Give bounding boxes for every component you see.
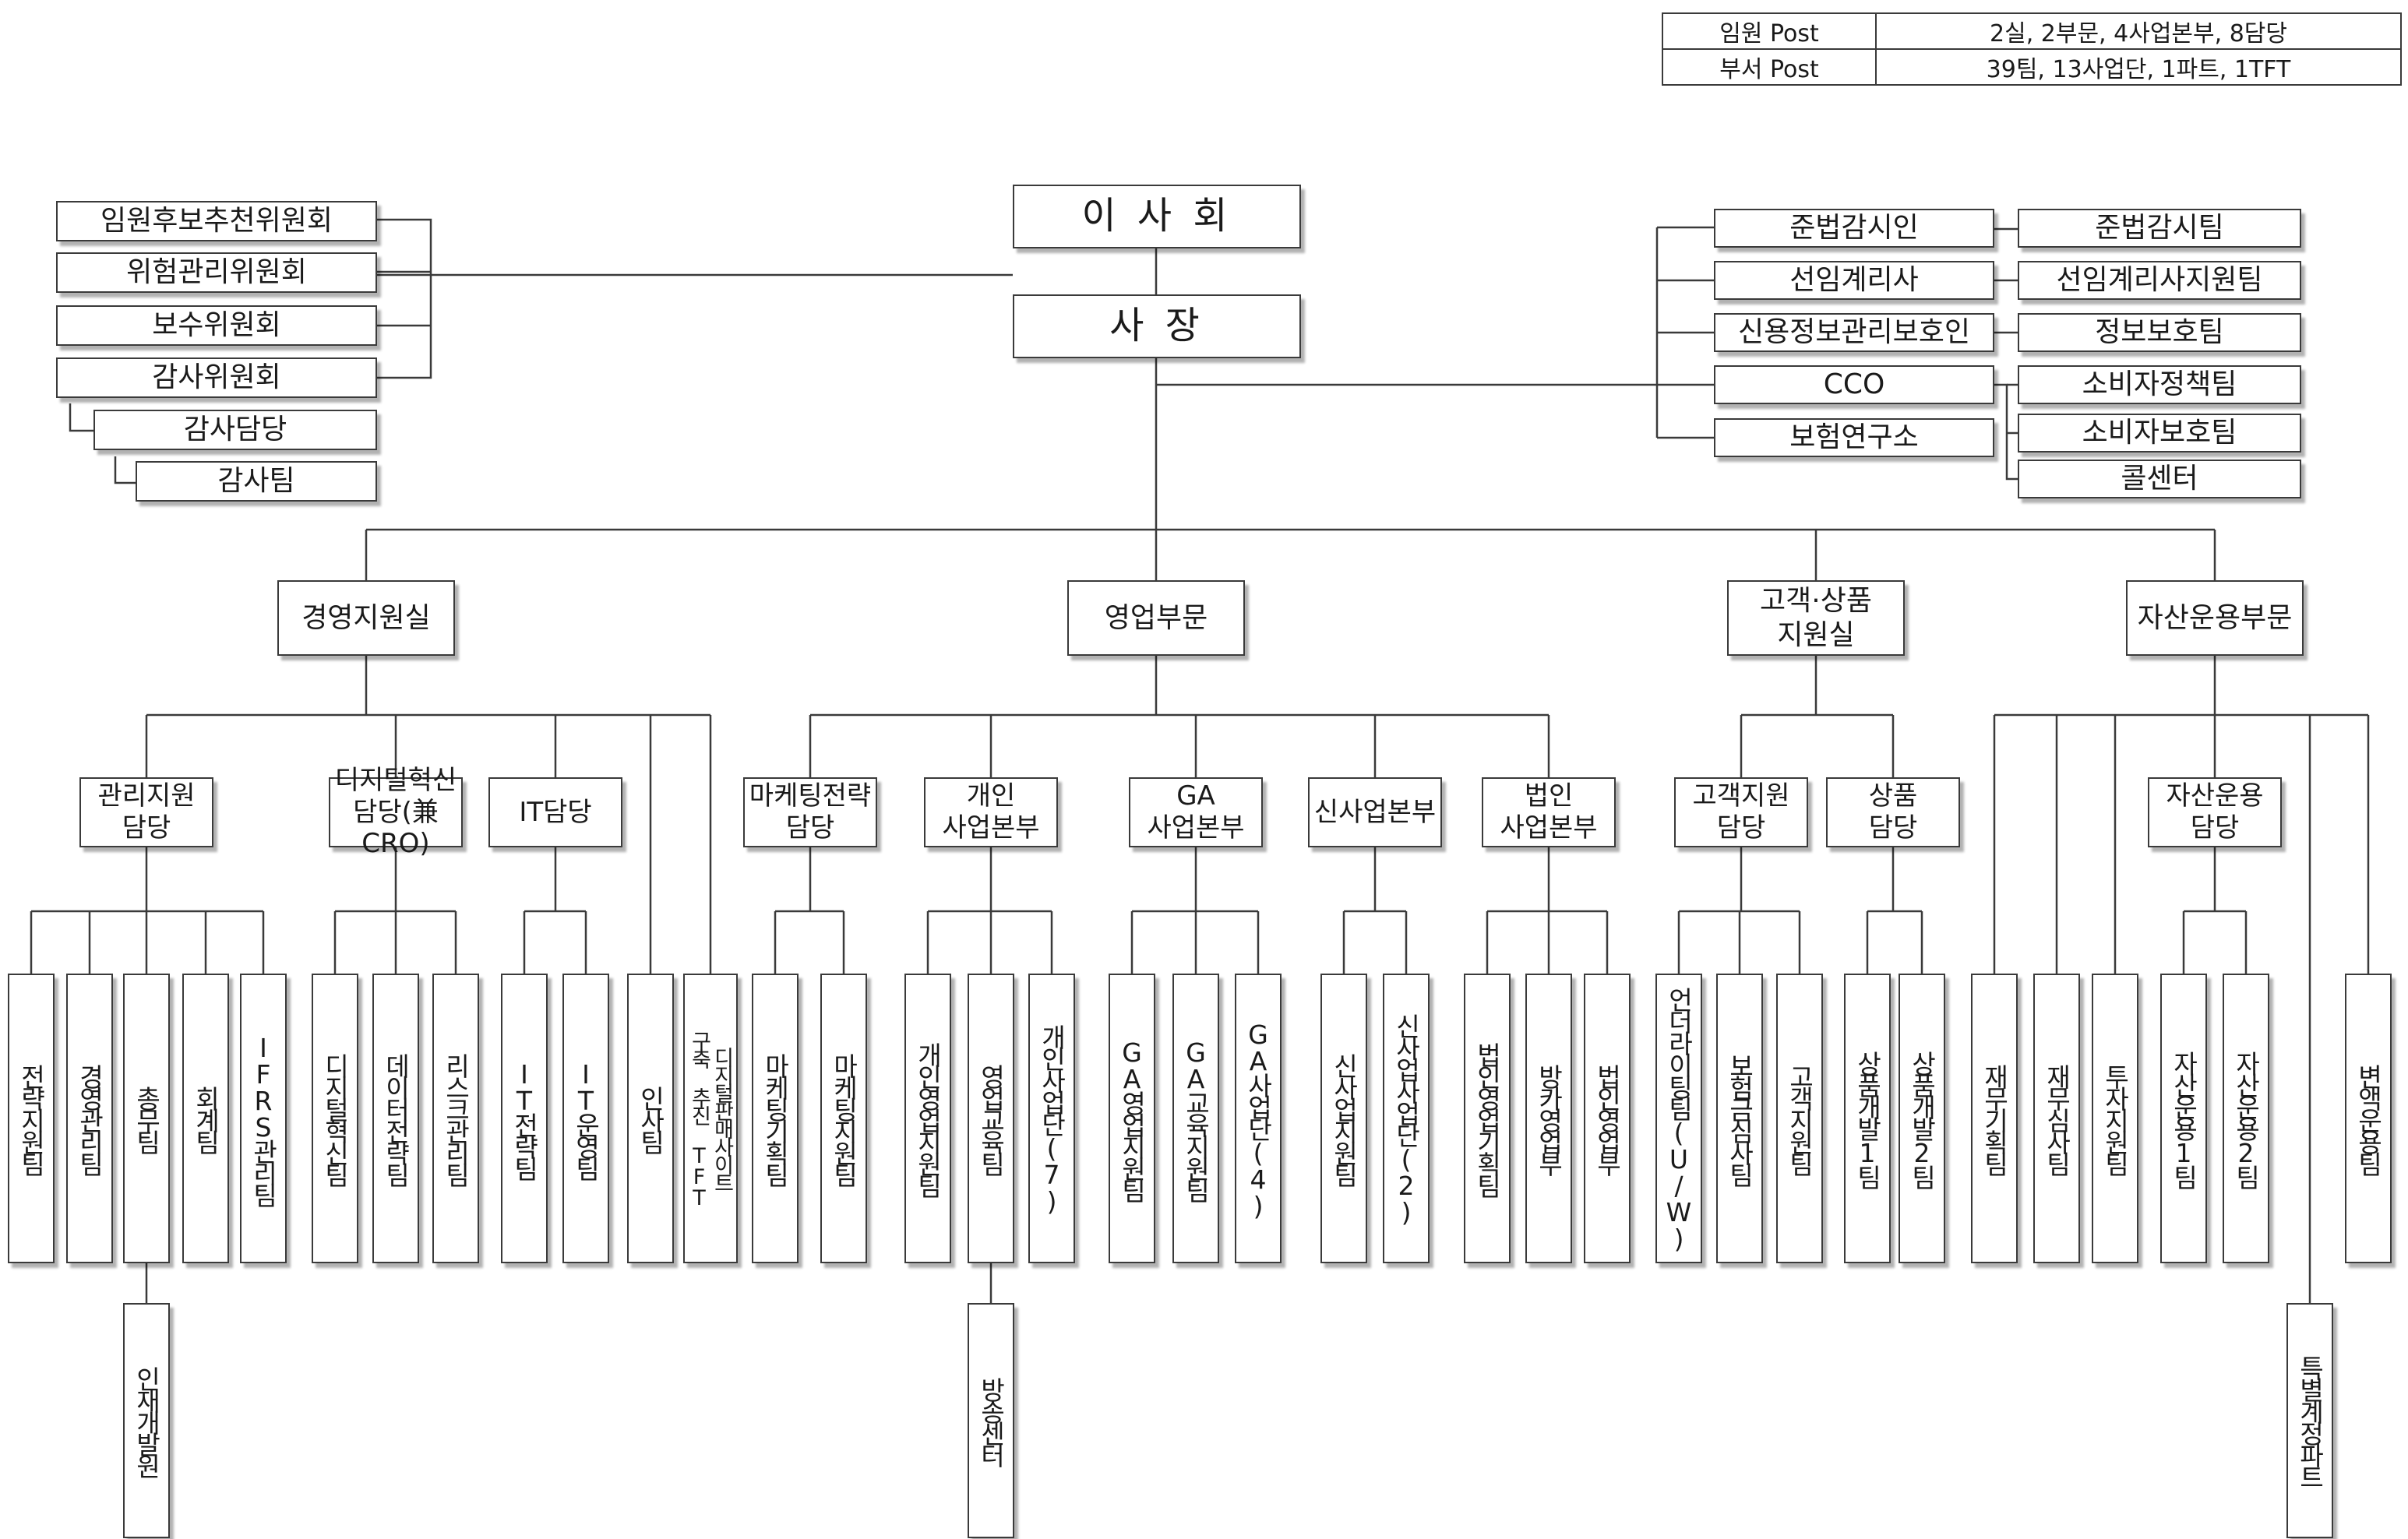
team-new-biz-support: 신사업지원팀: [1320, 974, 1367, 1263]
asset-mgmt-division-box: 자산운용부문: [2126, 580, 2304, 656]
team-variable-asset: 변액운용팀: [2345, 974, 2392, 1263]
team-bancassurance: 방카영업부: [1525, 974, 1572, 1263]
asset-op-office-box: 자산운용 담당: [2148, 777, 2282, 847]
team-talent-dev: 인재개발원: [123, 1303, 170, 1538]
team-digital-sales-tft: 디지털판매사이트 구축 추진 TFT: [683, 974, 738, 1263]
team-corporate-sales: 법인영업부: [1584, 974, 1631, 1263]
new-biz-box: 신사업본부: [1308, 777, 1442, 847]
team-digital-innovation: 디지털혁신팀: [312, 974, 358, 1263]
team-ifrs: IFRS관리팀: [240, 974, 287, 1263]
digital-sales-tft-line-2: 구축 추진 TFT: [687, 1030, 711, 1207]
team-risk-mgmt: 리스크관리팀: [432, 974, 479, 1263]
team-finance-planning: 재무기획팀: [1971, 974, 2018, 1263]
team-data-strategy: 데이터전략팀: [372, 974, 419, 1263]
customer-product-division-box: 고객·상품 지원실: [1727, 580, 1905, 656]
consumer-policy-team-box: 소비자정책팀: [2018, 365, 2301, 404]
dept-post-value: 39팀, 13사업단, 1파트, 1TFT: [1875, 48, 2402, 86]
team-claims: 보험금심사팀: [1716, 974, 1763, 1263]
team-it-operation: IT운영팀: [562, 974, 609, 1263]
team-asset-op-2: 자산운용2팀: [2223, 974, 2269, 1263]
dept-post-row: 부서 Post 39팀, 13사업단, 1파트, 1TFT: [1662, 48, 2402, 86]
marketing-strategy-box: 마케팅전략 담당: [743, 777, 877, 847]
digital-innovation-box: 디지털혁신 담당(兼CRO): [329, 765, 463, 859]
compensation-committee-box: 보수위원회: [56, 305, 377, 346]
team-new-biz-groups: 신사업사업단(2): [1383, 974, 1430, 1263]
admin-support-box: 관리지원 담당: [79, 777, 213, 847]
audit-officer-box: 감사담당: [93, 410, 377, 450]
cco-box: CCO: [1714, 365, 1994, 404]
exec-post-row: 임원 Post 2실, 2부문, 4사업본부, 8담당: [1662, 12, 2402, 50]
it-office-box: IT담당: [488, 777, 622, 847]
team-mgmt-admin: 경영관리팀: [66, 974, 113, 1263]
team-strategy-support: 전략지원팀: [8, 974, 55, 1263]
consumer-protection-team-box: 소비자보호팀: [2018, 414, 2301, 453]
team-personal-sales-support: 개인영업지원팀: [904, 974, 951, 1263]
actuary-box: 선임계리사: [1714, 261, 1994, 300]
team-sales-education: 영업교육팀: [968, 974, 1014, 1263]
corporate-biz-box: 법인 사업본부: [1482, 777, 1616, 847]
team-accounting: 회계팀: [182, 974, 229, 1263]
dept-post-label: 부서 Post: [1662, 48, 1877, 86]
team-broadcast-center: 방송센터: [968, 1303, 1014, 1538]
risk-committee-box: 위험관리위원회: [56, 252, 377, 293]
team-hr: 인사팀: [627, 974, 674, 1263]
team-asset-op-1: 자산운용1팀: [2160, 974, 2207, 1263]
credit-info-officer-box: 신용정보관리보호인: [1714, 313, 1994, 352]
ceo-box: 사 장: [1013, 294, 1301, 358]
team-general-affairs: 총무팀: [123, 974, 170, 1263]
team-marketing-planning: 마케팅기획팀: [752, 974, 799, 1263]
team-ga-sales-support: GA영업지원팀: [1109, 974, 1155, 1263]
team-customer-support: 고객지원팀: [1776, 974, 1823, 1263]
board-box: 이 사 회: [1013, 185, 1301, 248]
team-marketing-support: 마케팅지원팀: [820, 974, 867, 1263]
product-office-box: 상품 담당: [1826, 777, 1960, 847]
nomination-committee-box: 임원후보추천위원회: [56, 201, 377, 241]
team-ga-biz-groups: GA사업단(4): [1235, 974, 1282, 1263]
compliance-officer-box: 준법감시인: [1714, 209, 1994, 248]
info-protection-team-box: 정보보호팀: [2018, 313, 2301, 352]
team-ga-education: GA교육지원팀: [1172, 974, 1219, 1263]
team-it-strategy: IT전략팀: [501, 974, 548, 1263]
personal-biz-box: 개인 사업본부: [924, 777, 1058, 847]
team-corporate-sales-planning: 법인영업기획팀: [1464, 974, 1511, 1263]
audit-committee-box: 감사위원회: [56, 357, 377, 398]
exec-post-value: 2실, 2부문, 4사업본부, 8담당: [1875, 12, 2402, 50]
team-product-dev-2: 상품개발2팀: [1899, 974, 1945, 1263]
exec-post-label: 임원 Post: [1662, 12, 1877, 50]
insurance-institute-box: 보험연구소: [1714, 418, 1994, 457]
ga-biz-box: GA 사업본부: [1129, 777, 1263, 847]
team-product-dev-1: 상품개발1팀: [1844, 974, 1891, 1263]
customer-support-box: 고객지원 담당: [1674, 777, 1808, 847]
audit-team-box: 감사팀: [136, 461, 377, 502]
team-investment-support: 투자지원팀: [2092, 974, 2138, 1263]
digital-sales-tft-line-1: 디지털판매사이트: [710, 1047, 734, 1190]
actuary-team-box: 선임계리사지원팀: [2018, 261, 2301, 300]
compliance-team-box: 준법감시팀: [2018, 209, 2301, 248]
team-special-account: 특별계정파트: [2286, 1303, 2333, 1538]
team-personal-biz-groups: 개인사업단(7): [1028, 974, 1075, 1263]
mgmt-support-division-box: 경영지원실: [277, 580, 455, 656]
post-summary-table: 임원 Post 2실, 2부문, 4사업본부, 8담당 부서 Post 39팀,…: [1662, 12, 2402, 86]
call-center-box: 콜센터: [2018, 460, 2301, 498]
sales-division-box: 영업부문: [1067, 580, 1245, 656]
team-underwriting: 언더라이팅팀(U/W): [1655, 974, 1702, 1263]
team-finance-review: 재무심사팀: [2033, 974, 2080, 1263]
